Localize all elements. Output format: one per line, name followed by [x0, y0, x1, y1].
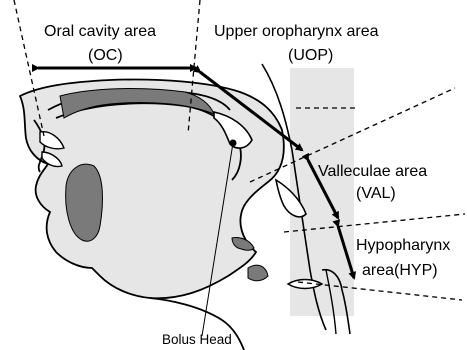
val-abbr: (VAL)	[356, 185, 396, 202]
uop-abbr: (UOP)	[288, 47, 333, 64]
hyp-abbr: area(HYP)	[362, 262, 438, 279]
oc-label: Oral cavity area	[44, 23, 156, 40]
uop-label: Upper oropharynx area	[214, 23, 379, 40]
pharyngeal-wall-region	[290, 68, 354, 316]
larynx	[248, 265, 268, 281]
val-label: Valleculae area	[318, 163, 427, 180]
head-profile	[20, 80, 284, 299]
oc-abbr: (OC)	[88, 47, 123, 64]
hyp-label: Hypopharynx	[356, 237, 450, 254]
bolus-head-label: Bolus Head	[162, 332, 232, 347]
